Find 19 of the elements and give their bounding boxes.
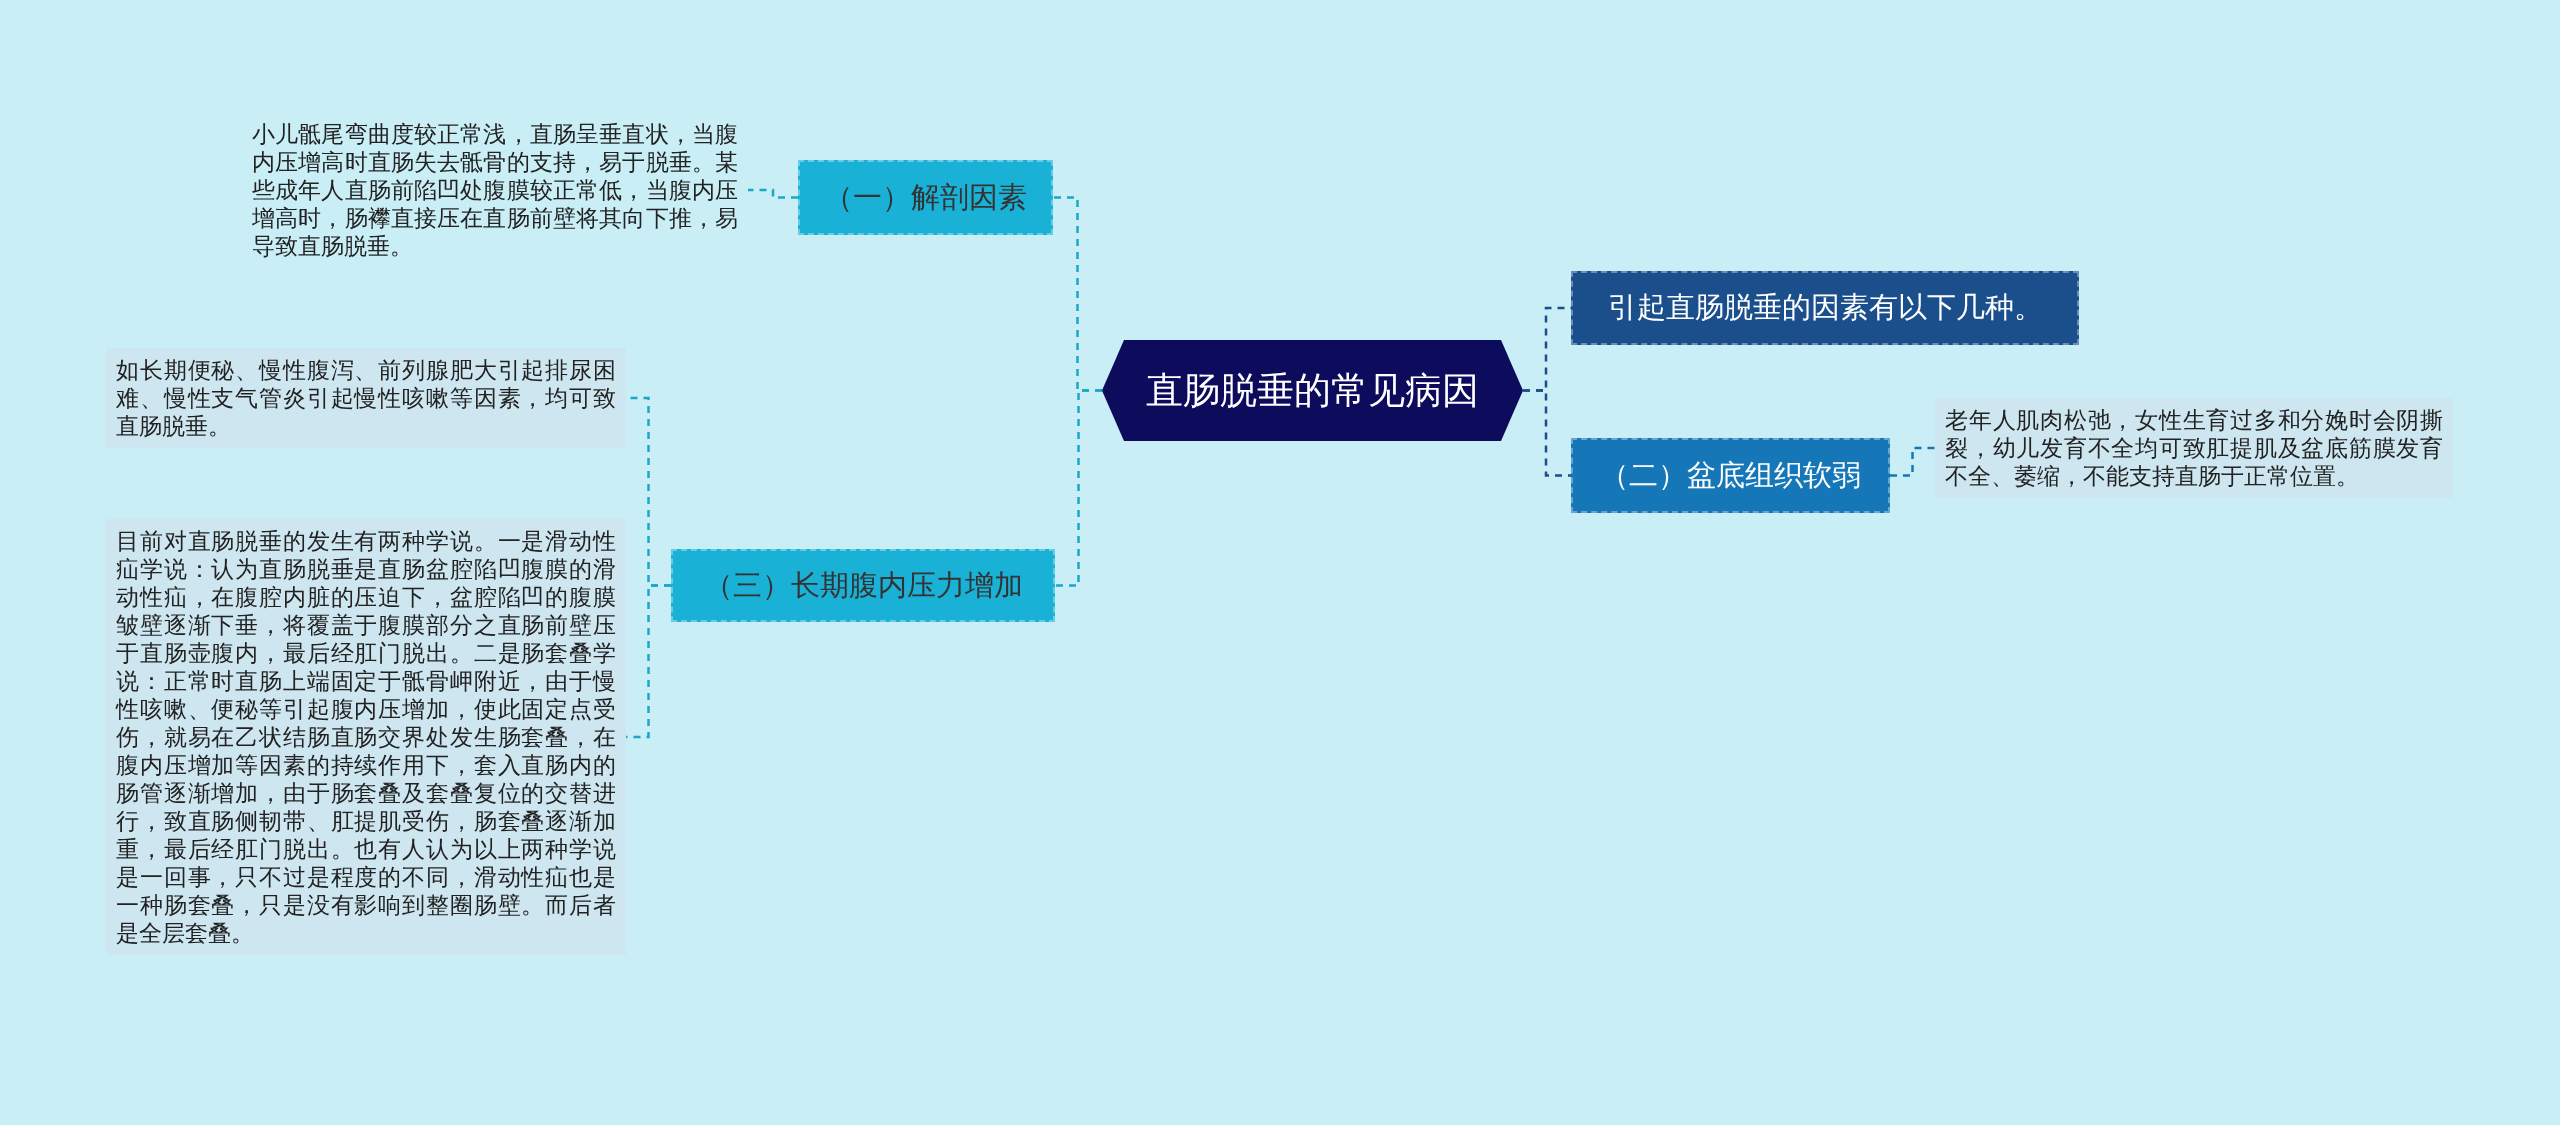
topic-label: （二）盆底组织软弱 (1600, 456, 1861, 494)
connector-line (748, 188, 798, 199)
topic-label: （一）解剖因素 (824, 178, 1027, 216)
connector-line (1890, 446, 1935, 477)
note-text: 老年人肌肉松弛，女性生育过多和分娩时会阴撕裂，幼儿发育不全均可致肛提肌及盆底筋膜发育不全、萎缩，不能支持直肠于正常位置。 (1945, 406, 2443, 490)
topic-box (798, 160, 1053, 235)
note-text: 目前对直肠脱垂的发生有两种学说。一是滑动性疝学说：认为直肠脱垂是直肠盆腔陷凹腹膜的滑动性疝，在腹腔内脏的压迫下，盆腔陷凹的腹膜皱壁逐渐下垂，将覆盖于腹膜部分之直肠前壁压于直肠壶腹内，最后经肛门脱出。二是肠套叠学说：正常时直肠上端固定于骶骨岬附近，由于慢性咳嗽、便秘等引起腹内压增加，使此固定点受伤，就易在乙状结肠直肠交界处发生肠套叠，在腹内压增加等因素的持续作用下，套入直肠内的肠管逐渐增加，由于肠套叠及套叠复位的交替进行，致直肠侧韧带、肛提肌受伤，肠套叠逐渐加重，最后经肛门脱出。也有人认为以上两种学说是一回事，只不过是程度的不同，滑动性疝也是一种肠套叠，只是没有影响到整圈肠壁。而后者是全层套叠。 (116, 527, 616, 947)
topic-label: 直肠脱垂的常见病因 (1146, 367, 1479, 414)
topic-label: 引起直肠脱垂的因素有以下几种。 (1607, 289, 2043, 326)
connector-line (1055, 389, 1102, 587)
topic-box (671, 549, 1055, 622)
note-card (1935, 398, 2453, 498)
topic-box (1571, 438, 1890, 513)
topic-label: （三）长期腹内压力增加 (703, 566, 1023, 604)
topic-box (1571, 271, 2079, 345)
note-text: 如长期便秘、慢性腹泻、前列腺肥大引起排尿困难、慢性支气管炎引起慢性咳嗽等因素，均可致直肠脱垂。 (116, 356, 616, 440)
connector-line (1523, 389, 1571, 477)
note-text: 小儿骶尾弯曲度较正常浅，直肠呈垂直状，当腹内压增高时直肠失去骶骨的支持，易于脱垂。某些成年人直肠前陷凹处腹膜较正常低，当腹内压增高时，肠襻直接压在直肠前壁将其向下推，易导致直肠脱垂。 (252, 120, 738, 260)
central-topic-hexagon (1102, 340, 1523, 441)
